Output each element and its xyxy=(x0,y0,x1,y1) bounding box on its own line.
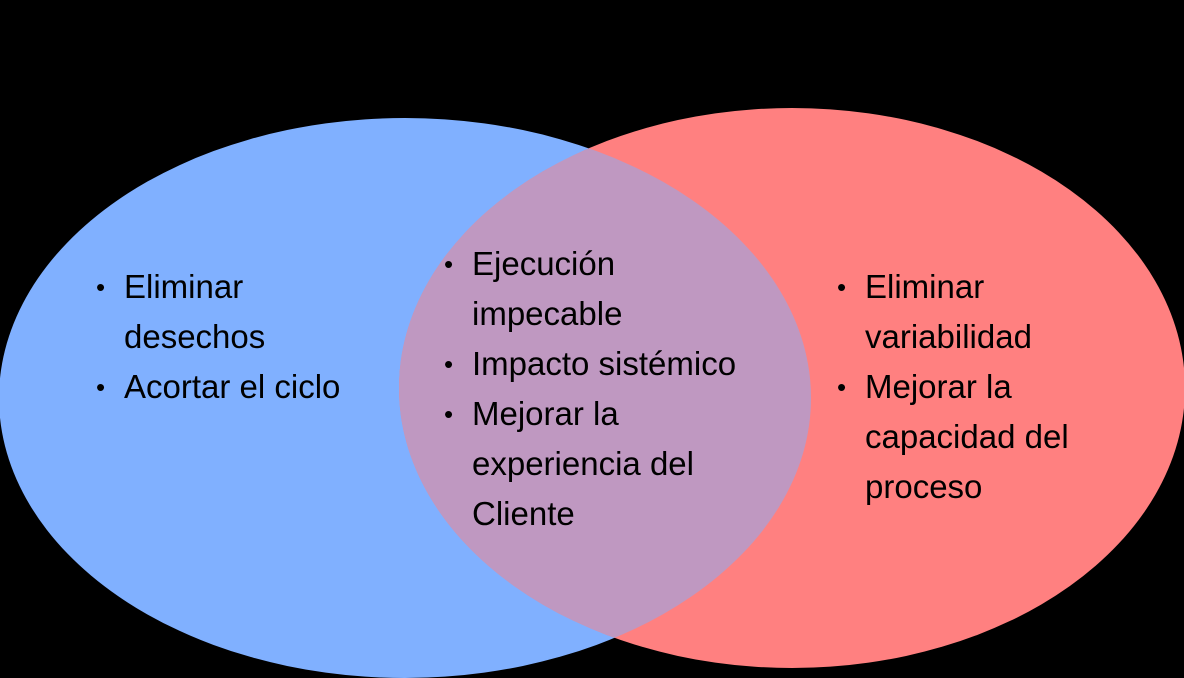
left-item: Acortar el ciclo xyxy=(96,362,396,412)
center-list: Ejecución impecable Impacto sistémico Me… xyxy=(444,239,764,539)
right-item: Mejorar la capacidad del proceso xyxy=(837,362,1085,512)
center-item: Ejecución impecable xyxy=(444,239,672,339)
center-item: Mejorar la experiencia del Cliente xyxy=(444,389,732,539)
center-item: Impacto sistémico xyxy=(444,339,764,389)
left-list: Eliminar desechos Acortar el ciclo xyxy=(96,262,396,412)
right-list: Eliminar variabilidad Mejorar la capacid… xyxy=(837,262,1097,512)
left-item: Eliminar desechos xyxy=(96,262,324,362)
right-item: Eliminar variabilidad xyxy=(837,262,1065,362)
